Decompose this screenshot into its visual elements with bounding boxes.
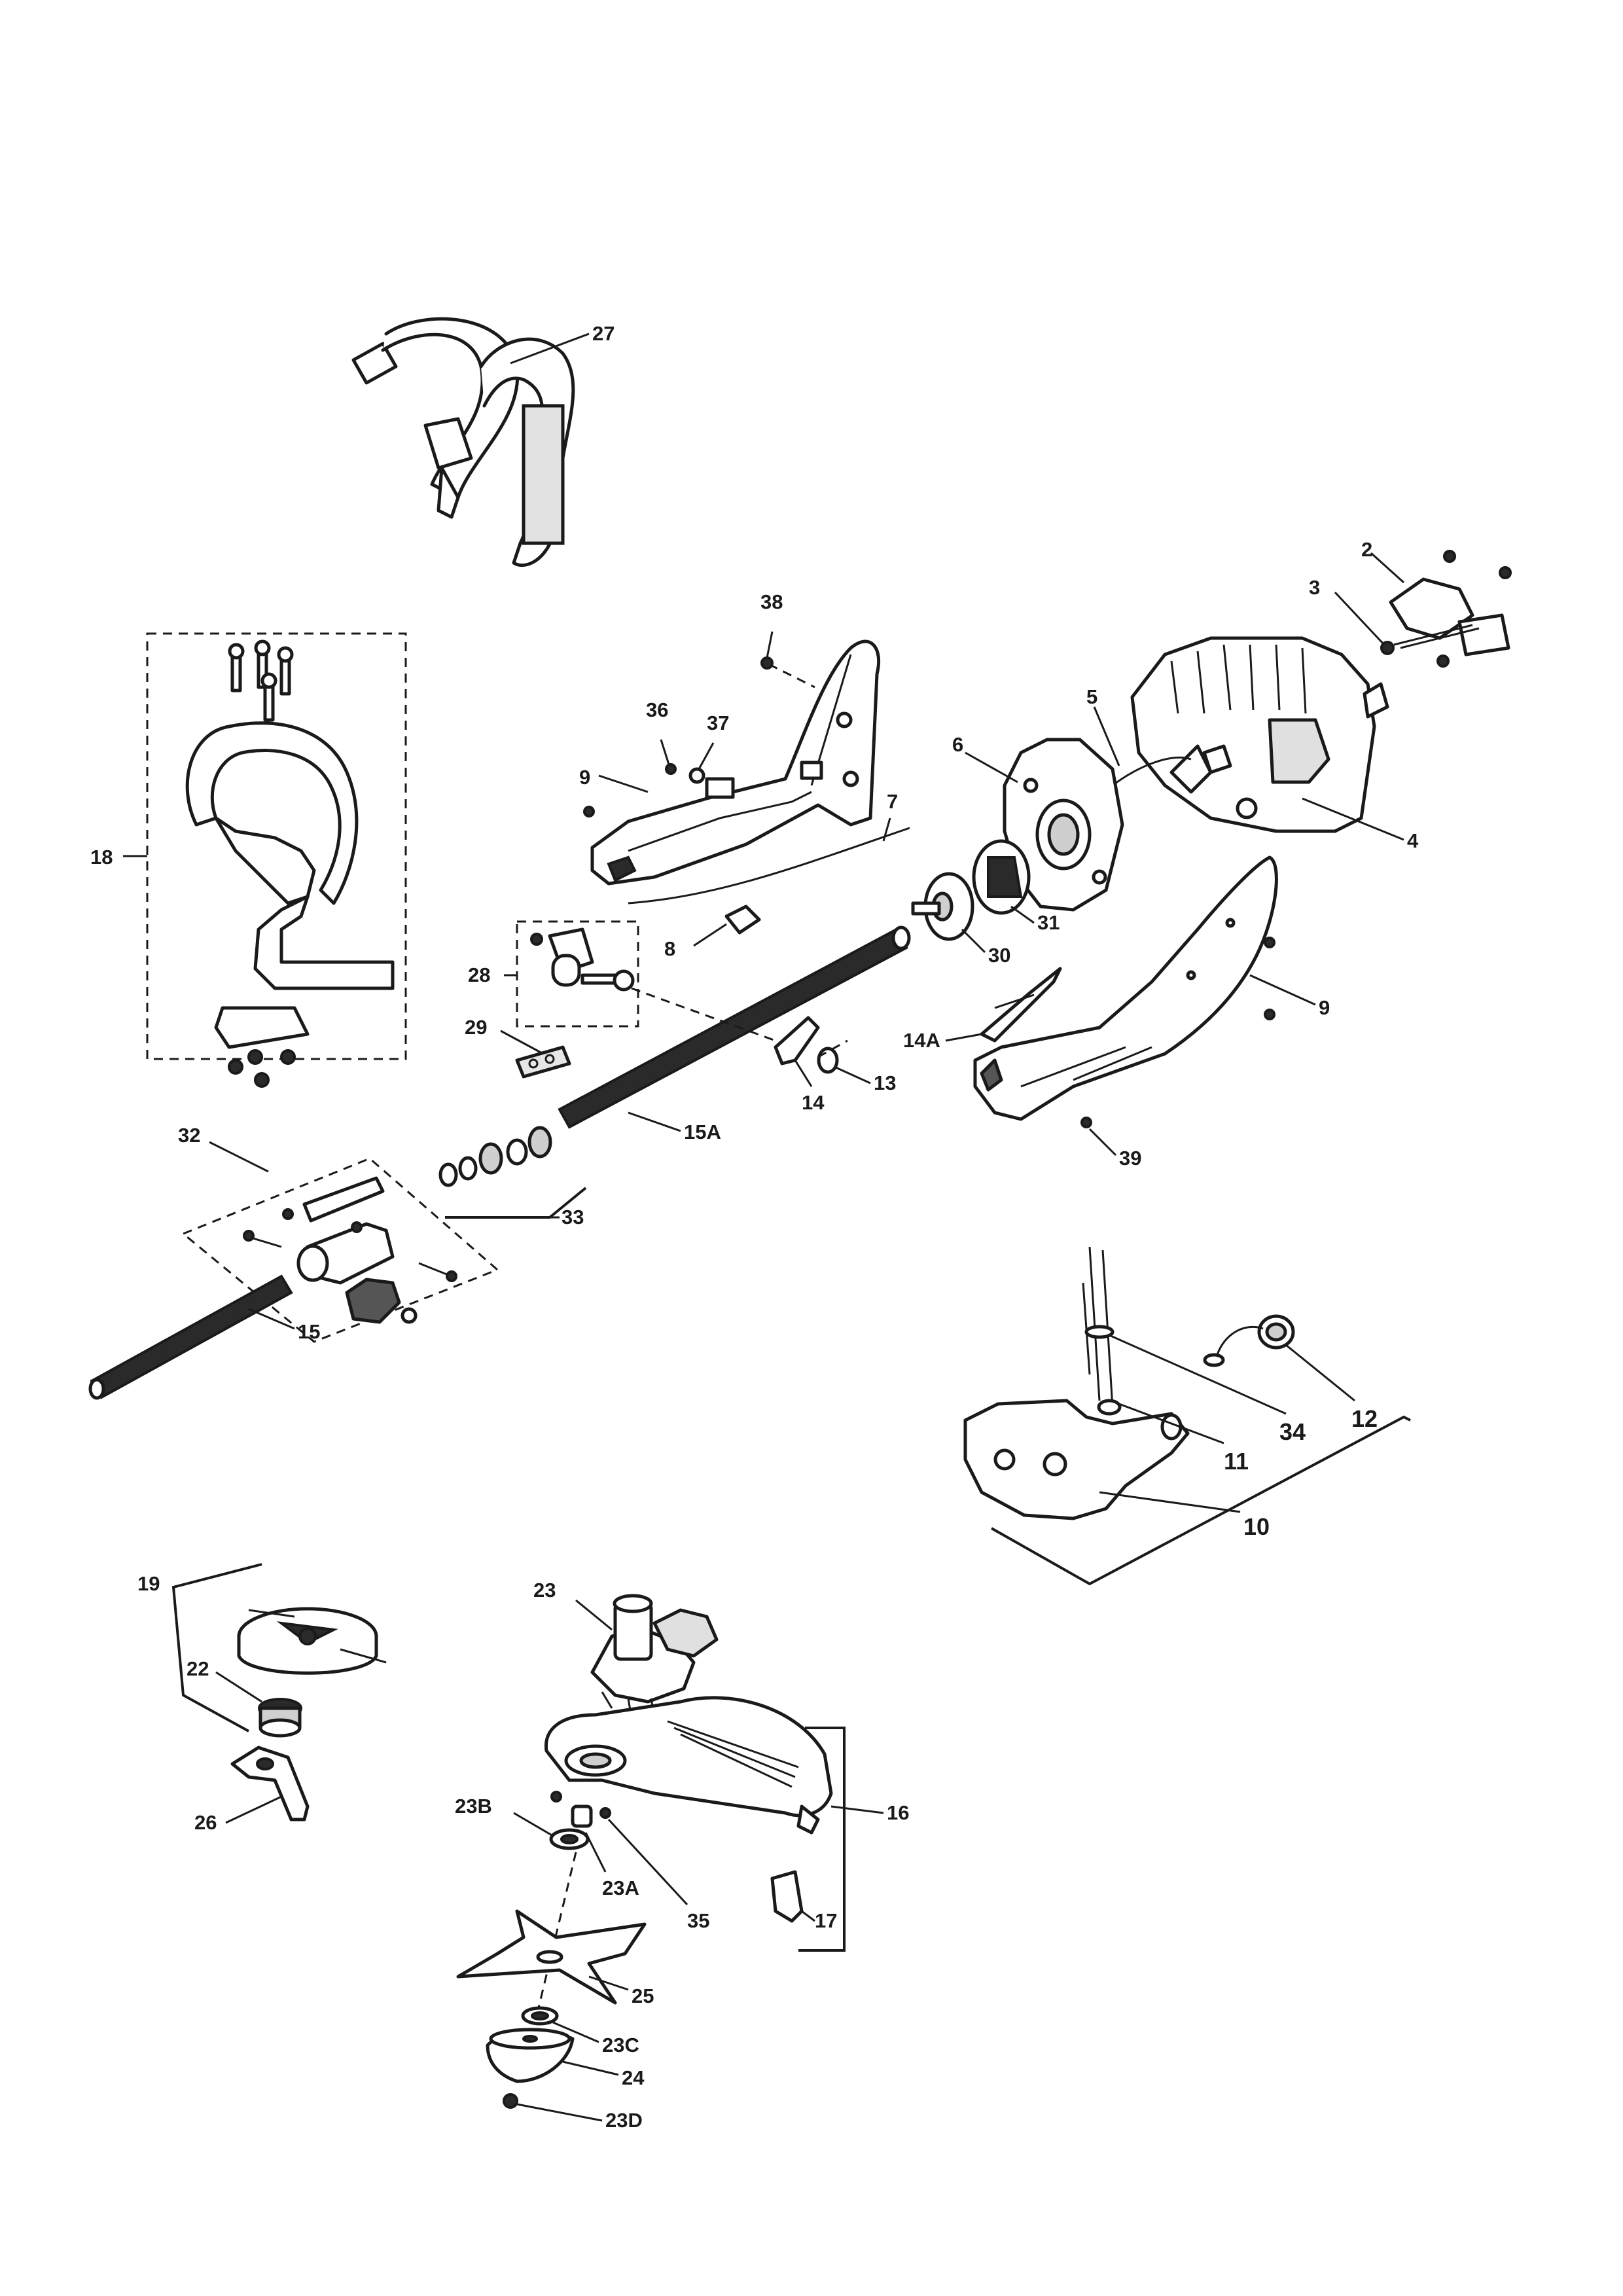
label-9-lower: 9 (1319, 996, 1330, 1019)
loop-handle-group-box (146, 632, 407, 1060)
drive-shaft-tube-upper (558, 925, 911, 1129)
throttle-cable (628, 827, 910, 905)
label-11: 11 (1224, 1448, 1249, 1475)
shoulder-strap (351, 317, 575, 567)
bearing-set (438, 1126, 552, 1187)
clamp-group-box (516, 920, 639, 1028)
label-6: 6 (952, 733, 963, 756)
label-9-upper: 9 (579, 766, 590, 789)
label-10: 10 (1243, 1513, 1270, 1540)
cutting-blade (456, 1909, 647, 2005)
label-13: 13 (874, 1071, 896, 1094)
fuel-tank-bracket (991, 1415, 1411, 1586)
label-12: 12 (1351, 1405, 1378, 1432)
ignition-lead (1112, 756, 1192, 787)
blade-washer (521, 2006, 559, 2026)
spanner-wrench (230, 1746, 310, 1821)
label-33: 33 (562, 1206, 584, 1229)
label-7: 7 (887, 790, 898, 813)
label-27: 27 (592, 322, 615, 345)
engine-mount-bracket (1380, 550, 1512, 668)
label-38: 38 (760, 590, 783, 613)
handle-half-upper (590, 639, 881, 886)
label-14: 14 (802, 1091, 825, 1114)
label-22: 22 (187, 1657, 209, 1680)
label-14A: 14A (903, 1029, 940, 1052)
engine (1130, 636, 1389, 833)
label-5: 5 (1086, 685, 1097, 708)
label-3: 3 (1309, 576, 1320, 599)
label-23B: 23B (455, 1795, 492, 1818)
label-4: 4 (1407, 829, 1419, 852)
fuel-cap (1203, 1314, 1295, 1367)
label-24: 24 (622, 2066, 645, 2089)
loop-handle (185, 639, 395, 1088)
label-23D: 23D (605, 2109, 643, 2132)
blade-cover (486, 2028, 575, 2083)
label-23C: 23C (602, 2034, 639, 2056)
coupling-group-box (181, 1157, 499, 1343)
fuel-lines (1082, 1246, 1122, 1416)
label-39: 39 (1119, 1147, 1141, 1170)
line-cutter (770, 1870, 804, 1923)
label-16: 16 (887, 1801, 909, 1824)
handle-half-lower (973, 855, 1278, 1121)
label-15: 15 (298, 1320, 320, 1343)
drive-shaft-tube-lower (88, 1274, 293, 1400)
blade-nut (503, 2093, 518, 2109)
label-31: 31 (1037, 911, 1060, 934)
label-25: 25 (632, 1984, 654, 2007)
label-34: 34 (1279, 1418, 1306, 1445)
label-8: 8 (664, 937, 675, 960)
label-28: 28 (468, 963, 490, 986)
bearing-23A (571, 1804, 593, 1828)
clamp-bolt (530, 927, 635, 992)
coupling-housing (243, 1176, 457, 1324)
label-36: 36 (646, 698, 668, 721)
gear-head (590, 1594, 719, 1719)
spring (817, 1047, 839, 1074)
label-32: 32 (178, 1124, 200, 1147)
label-15A: 15A (684, 1121, 721, 1143)
clutch-drum (911, 872, 974, 941)
label-37: 37 (707, 711, 729, 734)
tube-damper (515, 1045, 571, 1079)
spool-knob (258, 1698, 302, 1738)
throttle-lever (980, 967, 1062, 1043)
stop-switch (724, 905, 761, 935)
label-18: 18 (90, 846, 113, 869)
label-26: 26 (194, 1811, 217, 1834)
label-19: 19 (137, 1572, 160, 1595)
blade-guard (544, 1696, 833, 1835)
label-2: 2 (1361, 538, 1372, 561)
label-29: 29 (465, 1016, 487, 1039)
holder-washer (549, 1828, 590, 1850)
label-35: 35 (687, 1909, 709, 1932)
screw-38 (760, 656, 774, 670)
trimmer-head (237, 1607, 387, 1675)
label-17: 17 (815, 1909, 837, 1932)
throttle-lockout (774, 1016, 820, 1066)
label-23: 23 (533, 1579, 556, 1602)
clutch-assembly (972, 839, 1031, 915)
label-30: 30 (988, 944, 1010, 967)
label-23A: 23A (602, 1876, 639, 1899)
